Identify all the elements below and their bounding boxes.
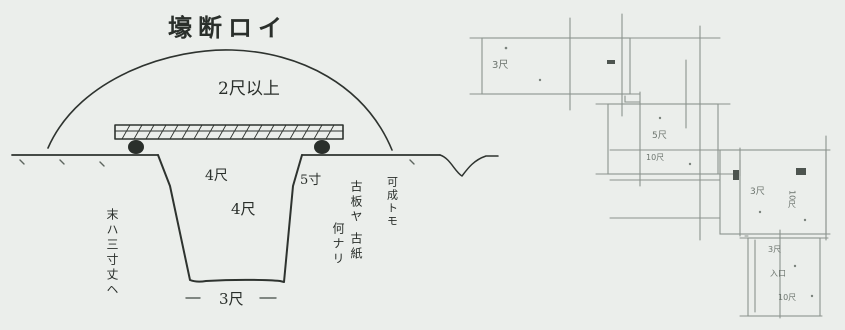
trench-outline bbox=[157, 154, 303, 283]
note-right-vertical-1: 古板ヤ 古紙 bbox=[349, 179, 363, 262]
cross-section-drawing: 壕断ロイ 2尺以上 4尺 4尺 5寸 3尺 末ハ三寸丈ヘ 古板ヤ 古紙 何ナリ bbox=[11, 13, 499, 308]
plan-room-a-label: 3尺 bbox=[492, 59, 508, 71]
soil-mound-arc bbox=[47, 49, 393, 151]
section-title: 壕断ロイ bbox=[168, 13, 288, 42]
note-right-vertical-3: 可成トモ bbox=[386, 176, 399, 228]
plan-room-b-label: 5尺 bbox=[652, 130, 667, 141]
plan-room-d-label: 3尺 bbox=[768, 245, 781, 254]
bottom-width-label: 3尺 bbox=[219, 290, 244, 308]
note-left-vertical: 末ハ三寸丈ヘ bbox=[105, 208, 119, 298]
depth-label: 4尺 bbox=[231, 200, 256, 218]
plan-room-d-label-3: 10尺 bbox=[778, 293, 796, 302]
soil-cover-label: 2尺以上 bbox=[218, 79, 280, 99]
note-right-vertical-2: 何ナリ bbox=[331, 222, 345, 267]
floor-plan-drawing: 3尺 5尺 10尺 3尺 10尺 3尺 入口 10尺 bbox=[469, 13, 831, 319]
ground-line-dip bbox=[439, 154, 499, 177]
top-width-label: 4尺 bbox=[205, 168, 228, 184]
support-logs bbox=[128, 140, 330, 154]
side-offset-label: 5寸 bbox=[300, 173, 321, 188]
roof-plank bbox=[114, 124, 344, 140]
plan-room-c-label-2: 10尺 bbox=[788, 190, 797, 209]
plan-room-b-label-2: 10尺 bbox=[646, 153, 664, 162]
plan-room-c-label: 3尺 bbox=[750, 186, 765, 197]
plan-room-d-label-2: 入口 bbox=[770, 269, 786, 278]
